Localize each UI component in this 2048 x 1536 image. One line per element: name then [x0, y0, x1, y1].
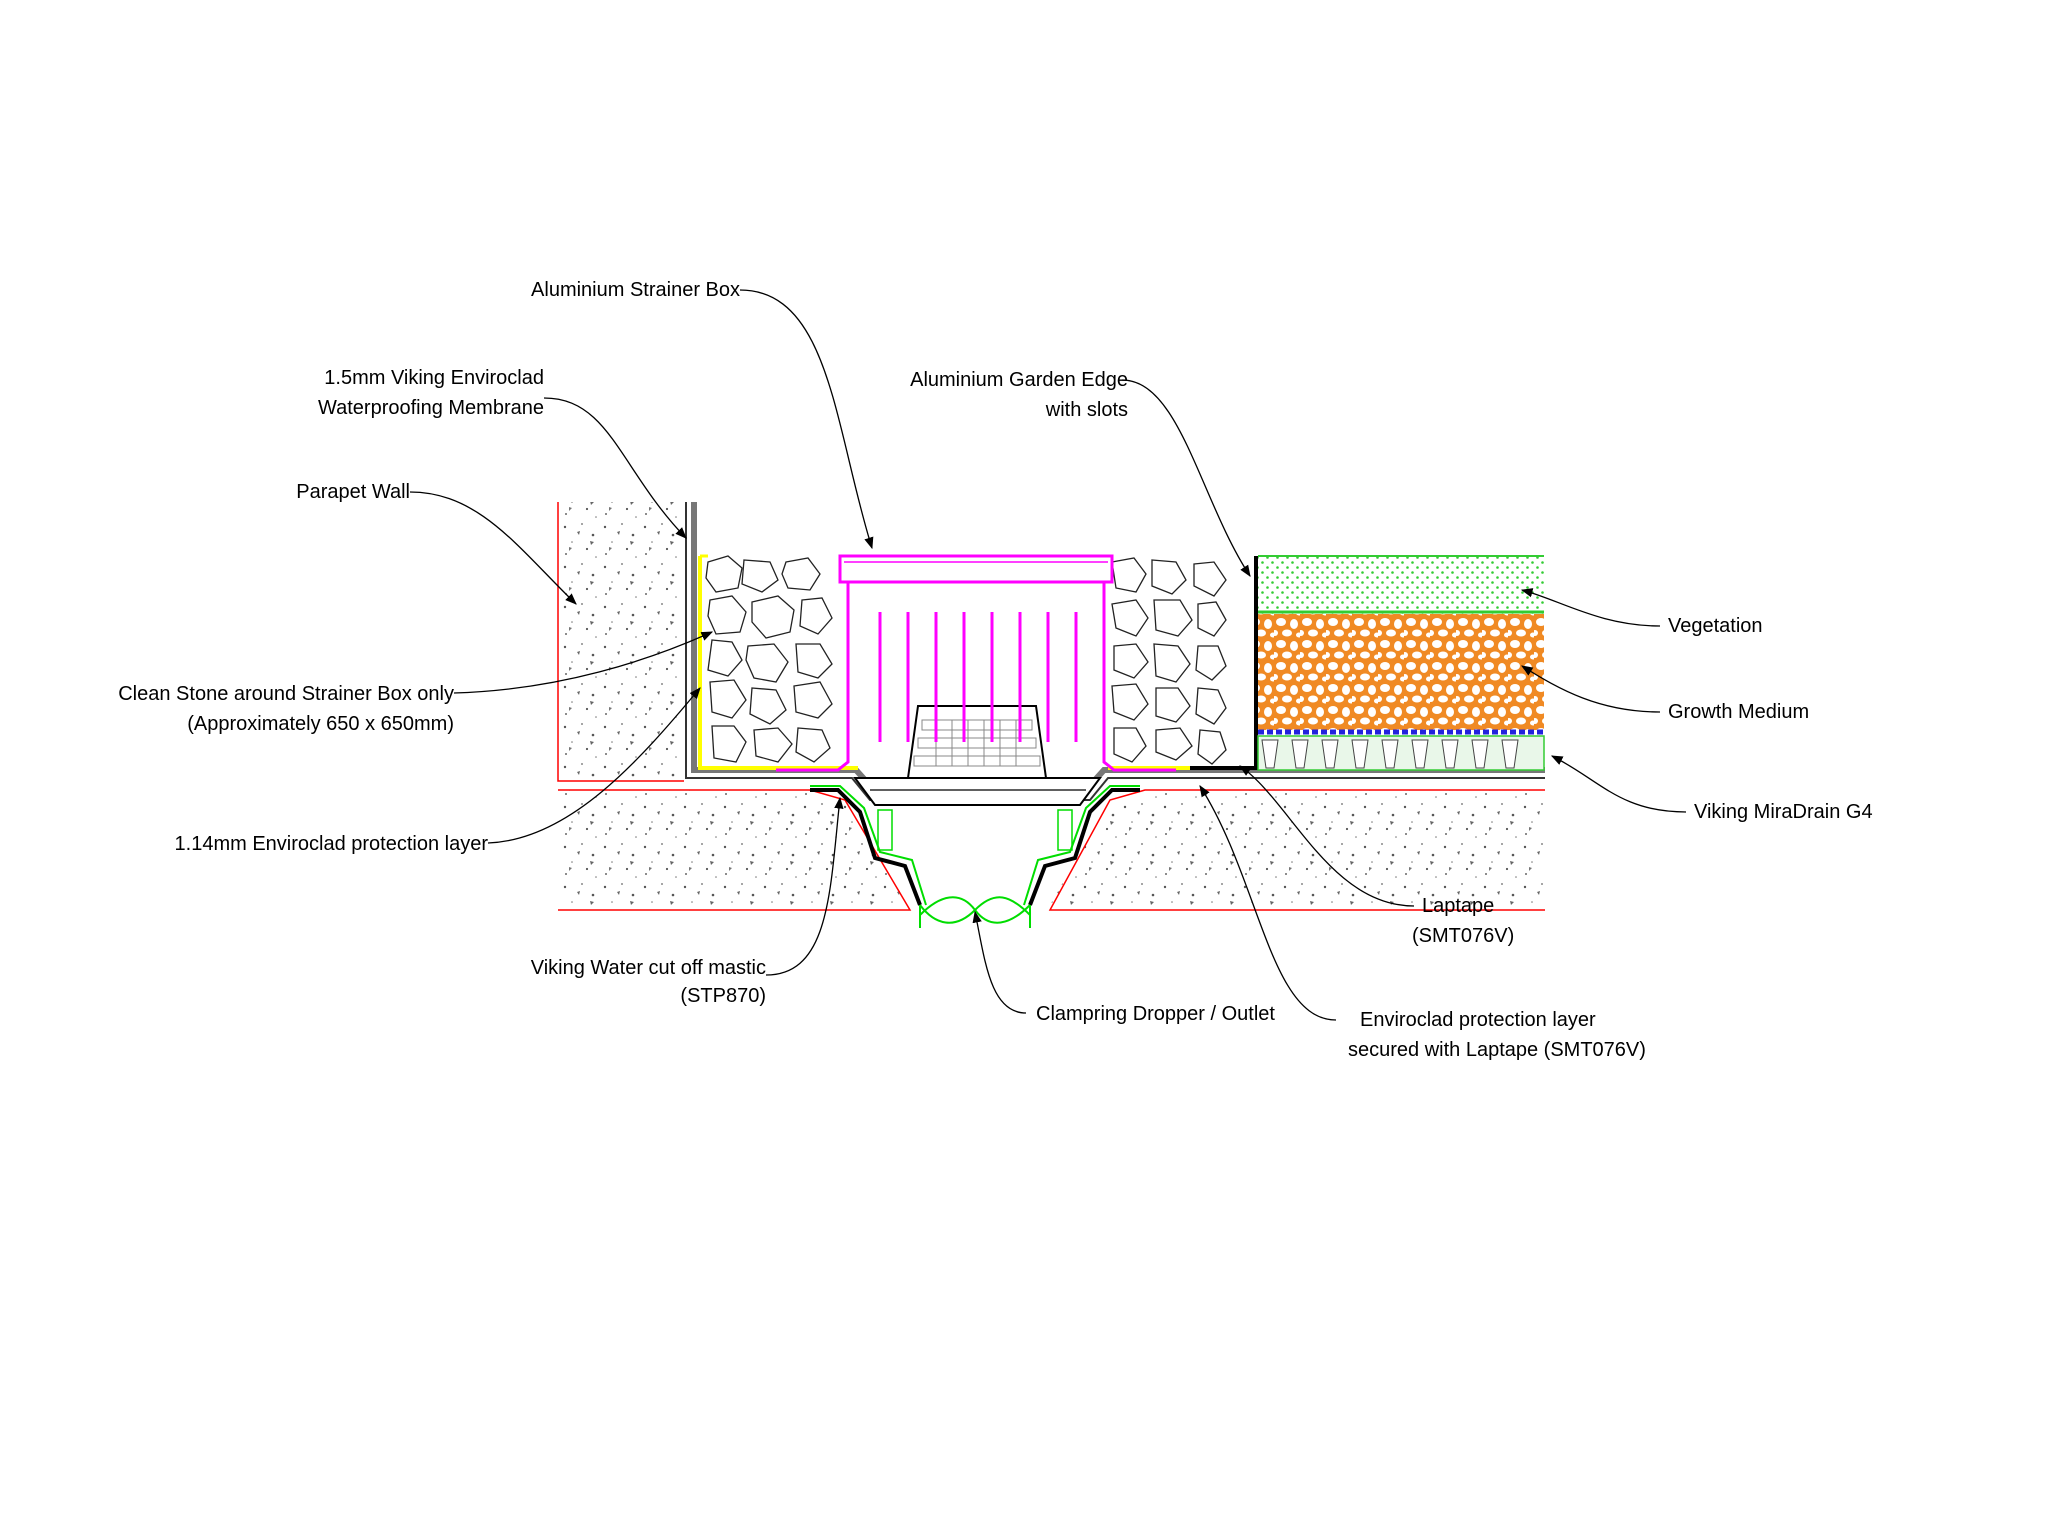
outlet-leaf-guard — [906, 705, 1048, 779]
leader-strainer-box — [739, 289, 874, 550]
leader-parapet — [409, 491, 577, 605]
aluminium-garden-edge — [1190, 556, 1258, 770]
leader-garden-edge — [1121, 379, 1251, 577]
leader-lines — [409, 289, 1687, 1021]
label-membrane-line-1: 1.5mm Viking Enviroclad — [324, 367, 544, 389]
growth-medium-layer — [1258, 614, 1544, 730]
leader-mastic — [765, 796, 844, 976]
leader-vegetation — [1520, 588, 1661, 627]
leader-growth-medium — [1521, 665, 1661, 713]
label-laptape-line-1: Laptape — [1422, 895, 1494, 917]
outlet-clamp-ring — [853, 777, 1102, 806]
label-mastic-line-2: (STP870) — [680, 985, 766, 1007]
parapet-wall — [557, 502, 684, 782]
leader-protection-layer — [487, 687, 701, 844]
labels: Aluminium Strainer Box 1.5mm Viking Envi… — [118, 279, 1872, 1061]
leader-laptape — [1239, 765, 1415, 907]
vegetation-layer — [1258, 555, 1544, 614]
aluminium-strainer-box — [776, 554, 1176, 772]
label-dropper: Clampring Dropper / Outlet — [1036, 1003, 1275, 1025]
miradrain-g4-layer — [1257, 729, 1545, 771]
leader-miradrain — [1550, 755, 1687, 813]
label-clean-stone-line-1: Clean Stone around Strainer Box only — [118, 683, 454, 705]
label-strainer-box: Aluminium Strainer Box — [531, 279, 740, 301]
label-membrane-line-2: Waterproofing Membrane — [318, 397, 544, 419]
leader-dropper — [972, 910, 1027, 1014]
label-mastic-line-1: Viking Water cut off mastic — [531, 957, 766, 979]
concrete-deck — [558, 789, 1545, 911]
label-parapet: Parapet Wall — [296, 481, 410, 503]
leader-membrane — [543, 397, 687, 539]
label-garden-edge-line-2: with slots — [1045, 399, 1128, 421]
label-protection-secured-line-2: secured with Laptape (SMT076V) — [1348, 1039, 1646, 1061]
clean-stone-fill — [705, 555, 1227, 765]
label-miradrain: Viking MiraDrain G4 — [1694, 801, 1873, 823]
label-protection-secured-line-1: Enviroclad protection layer — [1360, 1009, 1596, 1031]
leader-clean-stone — [453, 631, 714, 694]
label-growth-medium: Growth Medium — [1668, 701, 1809, 723]
label-laptape-line-2: (SMT076V) — [1412, 925, 1514, 947]
leader-protection-secured — [1199, 785, 1337, 1021]
label-protection-layer: 1.14mm Enviroclad protection layer — [175, 833, 489, 855]
label-clean-stone-line-2: (Approximately 650 x 650mm) — [187, 713, 454, 735]
clampring-dropper-outlet — [810, 785, 1140, 928]
label-vegetation: Vegetation — [1668, 615, 1763, 637]
label-garden-edge-line-1: Aluminium Garden Edge — [910, 369, 1128, 391]
